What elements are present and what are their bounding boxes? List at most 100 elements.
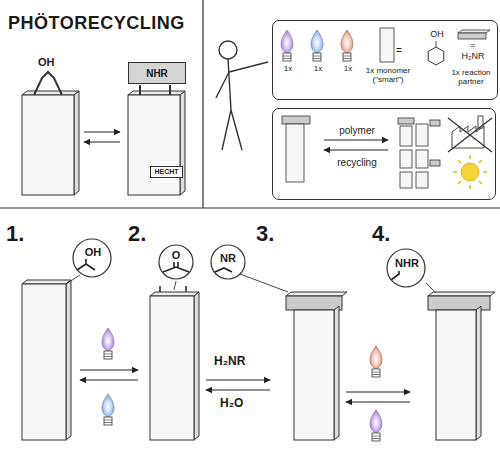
art-shape xyxy=(219,41,237,59)
art-shape xyxy=(370,346,382,369)
recycling-figure xyxy=(282,116,440,188)
art-shape xyxy=(370,410,382,433)
art-shape xyxy=(202,0,203,208)
equilibrium-arrows xyxy=(80,370,410,402)
bulb-blue xyxy=(311,30,323,61)
reaction-partner-block: NHR xyxy=(128,62,186,84)
art-shape xyxy=(222,110,231,150)
art-shape xyxy=(194,292,199,440)
panel-text: = xyxy=(396,45,402,56)
factory-crossed xyxy=(448,116,492,152)
art-shape xyxy=(102,394,114,417)
art-shape xyxy=(206,389,270,390)
panel-figure xyxy=(22,72,185,195)
instruction-panel: polymer recycling xyxy=(272,108,496,200)
callout-outline xyxy=(159,245,193,279)
art-shape xyxy=(22,95,74,195)
art-shape xyxy=(139,85,141,95)
art-shape xyxy=(185,286,187,292)
panel-text: H₂NR xyxy=(462,52,485,62)
panel-text: = xyxy=(470,41,475,51)
person-figure xyxy=(216,41,268,150)
dividers xyxy=(0,0,500,208)
panel-text: 1x xyxy=(284,65,292,74)
art-shape xyxy=(174,281,176,290)
art-shape xyxy=(372,433,380,441)
art-shape xyxy=(216,72,229,98)
step-number: 3. xyxy=(256,222,274,246)
art-shape xyxy=(34,72,62,95)
art-shape xyxy=(286,296,342,310)
bulb-red xyxy=(370,346,382,377)
panel-text: 1x reaction partner xyxy=(448,69,494,87)
art-shape xyxy=(372,369,380,377)
art-shape xyxy=(282,116,310,124)
art-shape xyxy=(104,417,112,425)
art-shape xyxy=(128,91,185,95)
art-shape xyxy=(104,351,112,359)
equilibrium-arrows xyxy=(84,132,120,142)
art-shape xyxy=(458,33,486,39)
art-shape xyxy=(436,310,476,440)
art-shape xyxy=(324,139,388,140)
instruction-panel: 1x1x1x1x monomer ("smart")=OH=H₂NR1x rea… xyxy=(272,20,498,100)
zoom-callout: OH xyxy=(72,238,112,278)
art-shape xyxy=(150,296,194,440)
art-shape xyxy=(286,124,304,182)
chemical-group: O xyxy=(172,249,181,261)
callout-outline xyxy=(73,239,111,277)
art-shape xyxy=(324,149,388,150)
block-label: HECHT xyxy=(154,168,178,176)
art-shape xyxy=(428,292,495,296)
panel-text: recycling xyxy=(337,157,376,168)
art-shape xyxy=(343,53,351,61)
sun-icon xyxy=(453,155,487,189)
bond-lines xyxy=(215,268,232,272)
chemical-group: OH xyxy=(85,246,102,258)
art-shape xyxy=(169,85,171,95)
art-shape xyxy=(346,401,410,402)
art-shape xyxy=(334,306,339,440)
chemical-label: H₂NR xyxy=(214,355,245,368)
art-shape xyxy=(453,155,487,189)
art-shape xyxy=(22,284,66,440)
bond-lines xyxy=(391,271,399,280)
art-shape xyxy=(66,280,71,440)
panel-text: 1x xyxy=(344,65,352,74)
step-number: 4. xyxy=(372,222,390,246)
bulb-purple xyxy=(370,410,382,441)
art-shape xyxy=(150,292,199,296)
art-shape xyxy=(228,59,231,110)
art-shape xyxy=(430,160,440,166)
zoom-callout: O xyxy=(158,244,194,280)
bulb-blue xyxy=(102,394,114,425)
callout-outline xyxy=(211,245,245,279)
art-shape xyxy=(398,118,414,124)
art-shape xyxy=(400,126,412,146)
art-shape xyxy=(281,30,293,53)
step-panels xyxy=(22,280,495,440)
bond-lines xyxy=(77,259,95,270)
bond-lines xyxy=(163,262,189,272)
panel-text: 1x monomer ("smart") xyxy=(361,67,415,85)
art-shape xyxy=(128,95,180,195)
panel-text: polymer xyxy=(339,125,375,136)
bulb-red xyxy=(341,30,353,61)
art-shape xyxy=(74,91,79,195)
art-shape xyxy=(229,62,268,72)
art-shape xyxy=(84,141,120,142)
panel-text: 1x xyxy=(314,65,322,74)
art-shape xyxy=(22,91,79,95)
art-shape xyxy=(22,280,71,284)
art-shape xyxy=(458,30,490,33)
callout-outline xyxy=(387,249,425,287)
chemical-label: OH xyxy=(38,56,55,68)
monomer-icon xyxy=(380,28,490,65)
step-number: 2. xyxy=(128,222,146,246)
art-shape xyxy=(294,310,334,440)
art-shape xyxy=(416,172,428,188)
art-shape xyxy=(341,30,353,53)
art-shape xyxy=(283,53,291,61)
